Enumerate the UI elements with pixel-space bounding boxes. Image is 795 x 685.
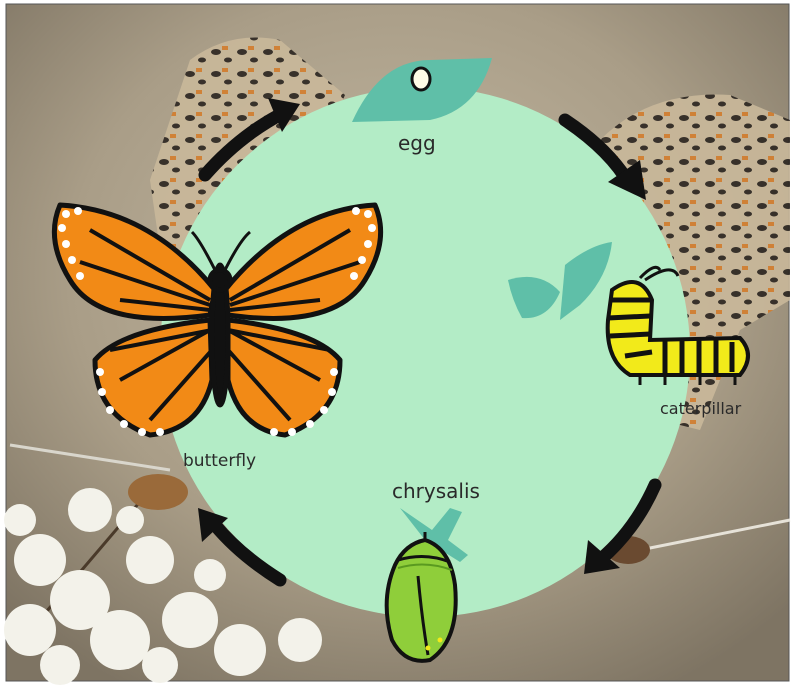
chrysalis-label: chrysalis bbox=[392, 479, 480, 503]
egg-icon bbox=[412, 68, 430, 90]
background-insect-head-left bbox=[128, 474, 188, 510]
butterfly-label: butterfly bbox=[183, 451, 256, 471]
egg-label: egg bbox=[398, 131, 436, 155]
caterpillar-label: caterpillar bbox=[660, 399, 742, 418]
